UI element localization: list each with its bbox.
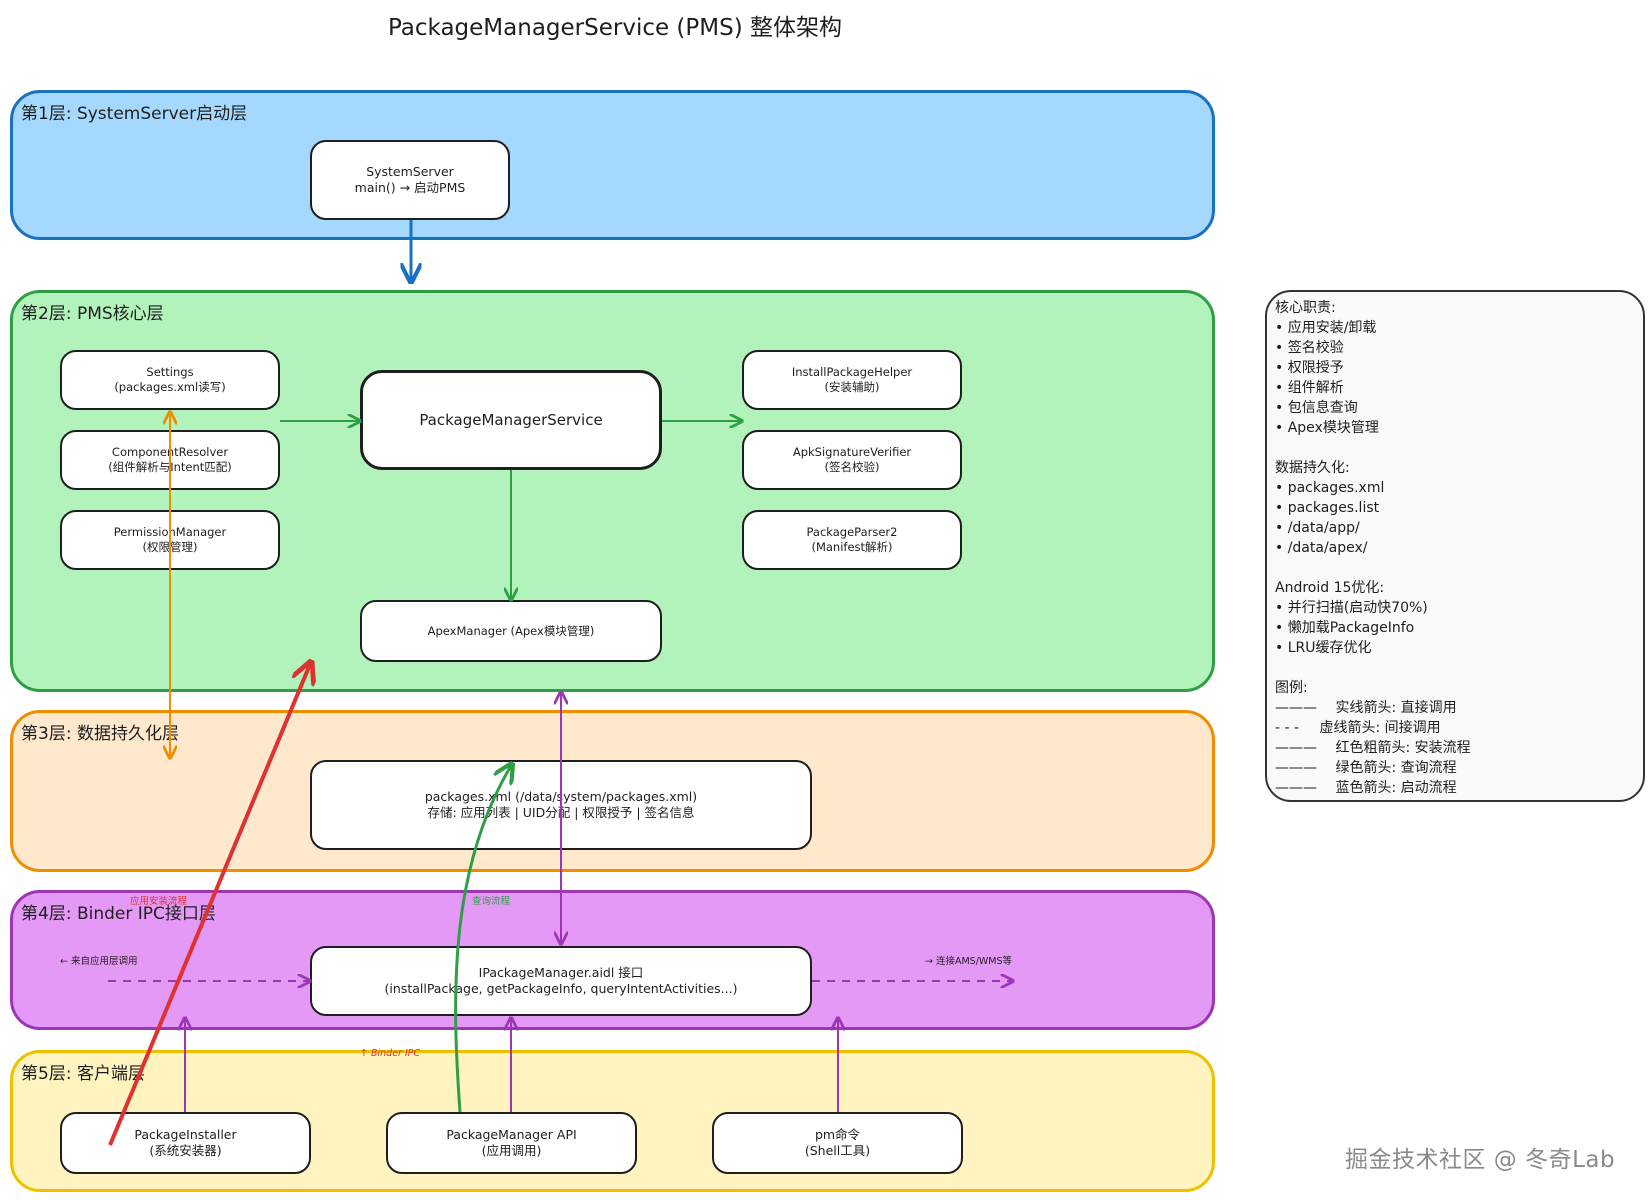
package-manager-api-node[interactable]: PackageManager API (应用调用)	[386, 1112, 637, 1174]
node-subtitle: main() → 启动PMS	[354, 180, 466, 195]
legend-item: • LRU缓存优化	[1275, 640, 1372, 656]
legend-section-title: Android 15优化:	[1275, 580, 1385, 596]
legend-item: • /data/apex/	[1275, 540, 1368, 556]
watermark: 掘金技术社区 @ 冬奇Lab	[1345, 1147, 1616, 1173]
legend-sample: ———	[1275, 740, 1317, 756]
legend-key-item: ——— 绿色箭头: 查询流程	[1275, 758, 1635, 778]
node-title: ApexManager (Apex模块管理)	[427, 623, 595, 638]
legend-item: • Apex模块管理	[1275, 420, 1379, 436]
legend-panel: 核心职责: • 应用安装/卸载 • 签名校验 • 权限授予 • 组件解析 • 包…	[1265, 290, 1645, 802]
legend-section-title: 图例:	[1275, 680, 1308, 696]
legend-item: • 权限授予	[1275, 360, 1344, 376]
node-title: InstallPackageHelper	[791, 365, 913, 379]
legend-key-section: 图例: ——— 实线箭头: 直接调用 - - - 虚线箭头: 间接调用 ——— …	[1275, 678, 1635, 798]
query-flow-annotation: 查询流程	[472, 896, 511, 907]
legend-key-text: 虚线箭头: 间接调用	[1319, 720, 1441, 736]
node-subtitle: (installPackage, getPackageInfo, queryIn…	[384, 981, 738, 996]
layer-label: 第2层: PMS核心层	[21, 304, 164, 324]
legend-sample: ———	[1275, 780, 1317, 796]
legend-sample: ———	[1275, 760, 1317, 776]
node-subtitle: (packages.xml读写)	[114, 380, 226, 394]
legend-key-item: - - - 虚线箭头: 间接调用	[1275, 718, 1635, 738]
node-title: Settings	[146, 365, 194, 379]
diagram-title: PackageManagerService (PMS) 整体架构	[387, 15, 843, 41]
to-ams-annotation: → 连接AMS/WMS等	[925, 956, 1013, 967]
layer-systemserver: 第1层: SystemServer启动层	[10, 90, 1215, 240]
legend-item: • packages.xml	[1275, 480, 1385, 496]
binder-ipc-annotation: ↑ Binder IPC	[360, 1048, 421, 1059]
node-title: ApkSignatureVerifier	[792, 445, 912, 459]
settings-node[interactable]: Settings (packages.xml读写)	[60, 350, 280, 410]
install-package-helper-node[interactable]: InstallPackageHelper (安装辅助)	[742, 350, 962, 410]
legend-item: • 懒加载PackageInfo	[1275, 620, 1415, 636]
legend-key-item: ——— 红色粗箭头: 安装流程	[1275, 738, 1635, 758]
from-app-annotation: ← 来自应用层调用	[60, 956, 138, 967]
ipackagemanager-aidl-node[interactable]: IPackageManager.aidl 接口 (installPackage,…	[310, 946, 812, 1016]
legend-key-item: ——— 实线箭头: 直接调用	[1275, 698, 1635, 718]
legend-item: • /data/app/	[1275, 520, 1360, 536]
apk-signature-verifier-node[interactable]: ApkSignatureVerifier (签名校验)	[742, 430, 962, 490]
apex-manager-node[interactable]: ApexManager (Apex模块管理)	[360, 600, 662, 662]
layer-label: 第4层: Binder IPC接口层	[21, 904, 216, 924]
legend-persist-section: 数据持久化: • packages.xml • packages.list • …	[1275, 458, 1635, 558]
layer-label: 第1层: SystemServer启动层	[21, 104, 248, 124]
legend-item: • 并行扫描(启动快70%)	[1275, 600, 1428, 616]
systemserver-node[interactable]: SystemServer main() → 启动PMS	[310, 140, 510, 220]
layer-label: 第3层: 数据持久化层	[21, 724, 179, 744]
node-title: pm命令	[814, 1127, 861, 1142]
node-subtitle: (安装辅助)	[824, 380, 880, 394]
legend-item: • 组件解析	[1275, 380, 1344, 396]
node-subtitle: (签名校验)	[824, 460, 880, 474]
legend-opt-section: Android 15优化: • 并行扫描(启动快70%) • 懒加载Packag…	[1275, 578, 1635, 658]
package-parser-node[interactable]: PackageParser2 (Manifest解析)	[742, 510, 962, 570]
package-manager-service-node[interactable]: PackageManagerService	[360, 370, 662, 470]
legend-key-text: 实线箭头: 直接调用	[1335, 700, 1457, 716]
package-installer-node[interactable]: PackageInstaller (系统安装器)	[60, 1112, 311, 1174]
legend-sample: - - -	[1275, 720, 1300, 736]
legend-item: • 应用安装/卸载	[1275, 320, 1377, 336]
legend-core-section: 核心职责: • 应用安装/卸载 • 签名校验 • 权限授予 • 组件解析 • 包…	[1275, 298, 1635, 438]
legend-item: • 签名校验	[1275, 340, 1344, 356]
pm-command-node[interactable]: pm命令 (Shell工具)	[712, 1112, 963, 1174]
node-title: PackageManager API	[446, 1127, 577, 1142]
legend-section-title: 核心职责:	[1275, 300, 1336, 316]
node-title: IPackageManager.aidl 接口	[478, 965, 644, 980]
install-flow-annotation: 应用安装流程	[130, 896, 188, 907]
query-flow-arrow	[454, 764, 512, 1113]
legend-key-text: 绿色箭头: 查询流程	[1335, 760, 1457, 776]
node-subtitle: (Manifest解析)	[811, 540, 893, 554]
layer-label: 第5层: 客户端层	[21, 1064, 145, 1084]
node-subtitle: (Shell工具)	[804, 1143, 871, 1158]
legend-key-item: ——— 蓝色箭头: 启动流程	[1275, 778, 1635, 798]
legend-key-text: 蓝色箭头: 启动流程	[1335, 780, 1457, 796]
node-title: PackageInstaller	[134, 1127, 237, 1142]
node-title: SystemServer	[366, 164, 454, 179]
node-subtitle: (应用调用)	[481, 1143, 542, 1158]
node-title: PackageParser2	[806, 525, 898, 539]
legend-item: • 包信息查询	[1275, 400, 1358, 416]
legend-section-title: 数据持久化:	[1275, 460, 1350, 476]
legend-sample: ———	[1275, 700, 1317, 716]
install-flow-arrow	[108, 662, 311, 1146]
node-title: PackageManagerService	[419, 410, 603, 429]
legend-item: • packages.list	[1275, 500, 1380, 516]
legend-key-text: 红色粗箭头: 安装流程	[1335, 740, 1471, 756]
node-subtitle: (系统安装器)	[149, 1143, 222, 1158]
